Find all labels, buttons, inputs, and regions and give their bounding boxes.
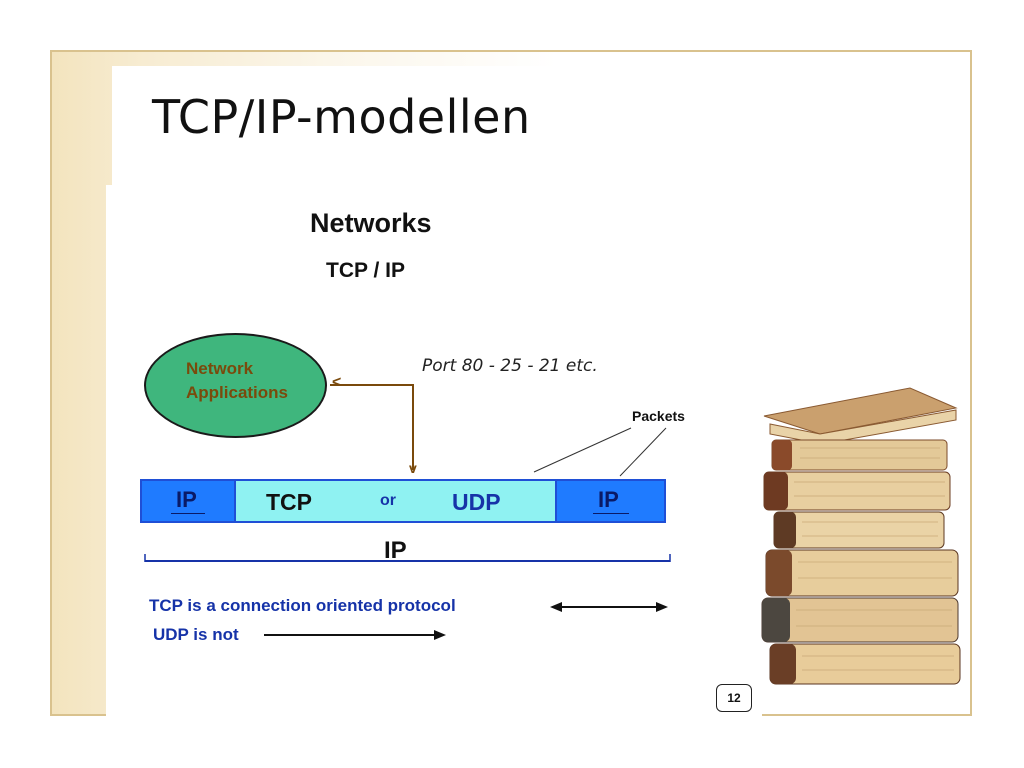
packets-pointer-line-1 bbox=[533, 427, 632, 473]
bar-udp-label: UDP bbox=[452, 489, 501, 515]
right-ip-underline bbox=[593, 513, 629, 514]
diagram-subheading: TCP / IP bbox=[326, 259, 405, 282]
udp-arrow-head bbox=[434, 630, 446, 640]
ip-span-label: IP bbox=[384, 537, 407, 564]
bar-right-ip-cell bbox=[555, 479, 666, 523]
arrow-down-tip: v bbox=[409, 460, 417, 476]
page-number-badge: 12 bbox=[716, 684, 752, 712]
left-ip-underline bbox=[171, 513, 205, 514]
bar-left-ip-cell bbox=[140, 479, 236, 523]
packets-label: Packets bbox=[632, 408, 685, 424]
app-to-transport-arrow bbox=[330, 384, 414, 470]
ellipse-label-line2: Applications bbox=[186, 383, 289, 402]
arrow-left-tip: < bbox=[332, 374, 342, 391]
bar-transport-cell bbox=[234, 479, 557, 523]
bar-left-ip-label: IP bbox=[176, 487, 197, 512]
tcp-note: TCP is a connection oriented protocol bbox=[149, 596, 456, 615]
bar-or-label: or bbox=[380, 492, 396, 509]
port-numbers-label: Port 80 - 25 - 21 etc. bbox=[422, 356, 598, 376]
stack-of-books-icon bbox=[761, 387, 961, 685]
packets-pointer-line-2 bbox=[619, 427, 667, 477]
content-panel-edge bbox=[106, 185, 114, 718]
diagram-heading: Networks bbox=[310, 208, 432, 238]
slide-title: TCP/IP-modellen bbox=[152, 90, 531, 144]
bar-tcp-label: TCP bbox=[266, 489, 312, 515]
ellipse-label-line1: Network bbox=[186, 359, 254, 378]
double-arrow-right-head bbox=[656, 602, 668, 612]
bar-right-ip-label: IP bbox=[598, 487, 619, 512]
udp-note: UDP is not bbox=[153, 625, 239, 644]
network-applications-ellipse bbox=[144, 333, 327, 438]
double-arrow-left-head bbox=[550, 602, 562, 612]
